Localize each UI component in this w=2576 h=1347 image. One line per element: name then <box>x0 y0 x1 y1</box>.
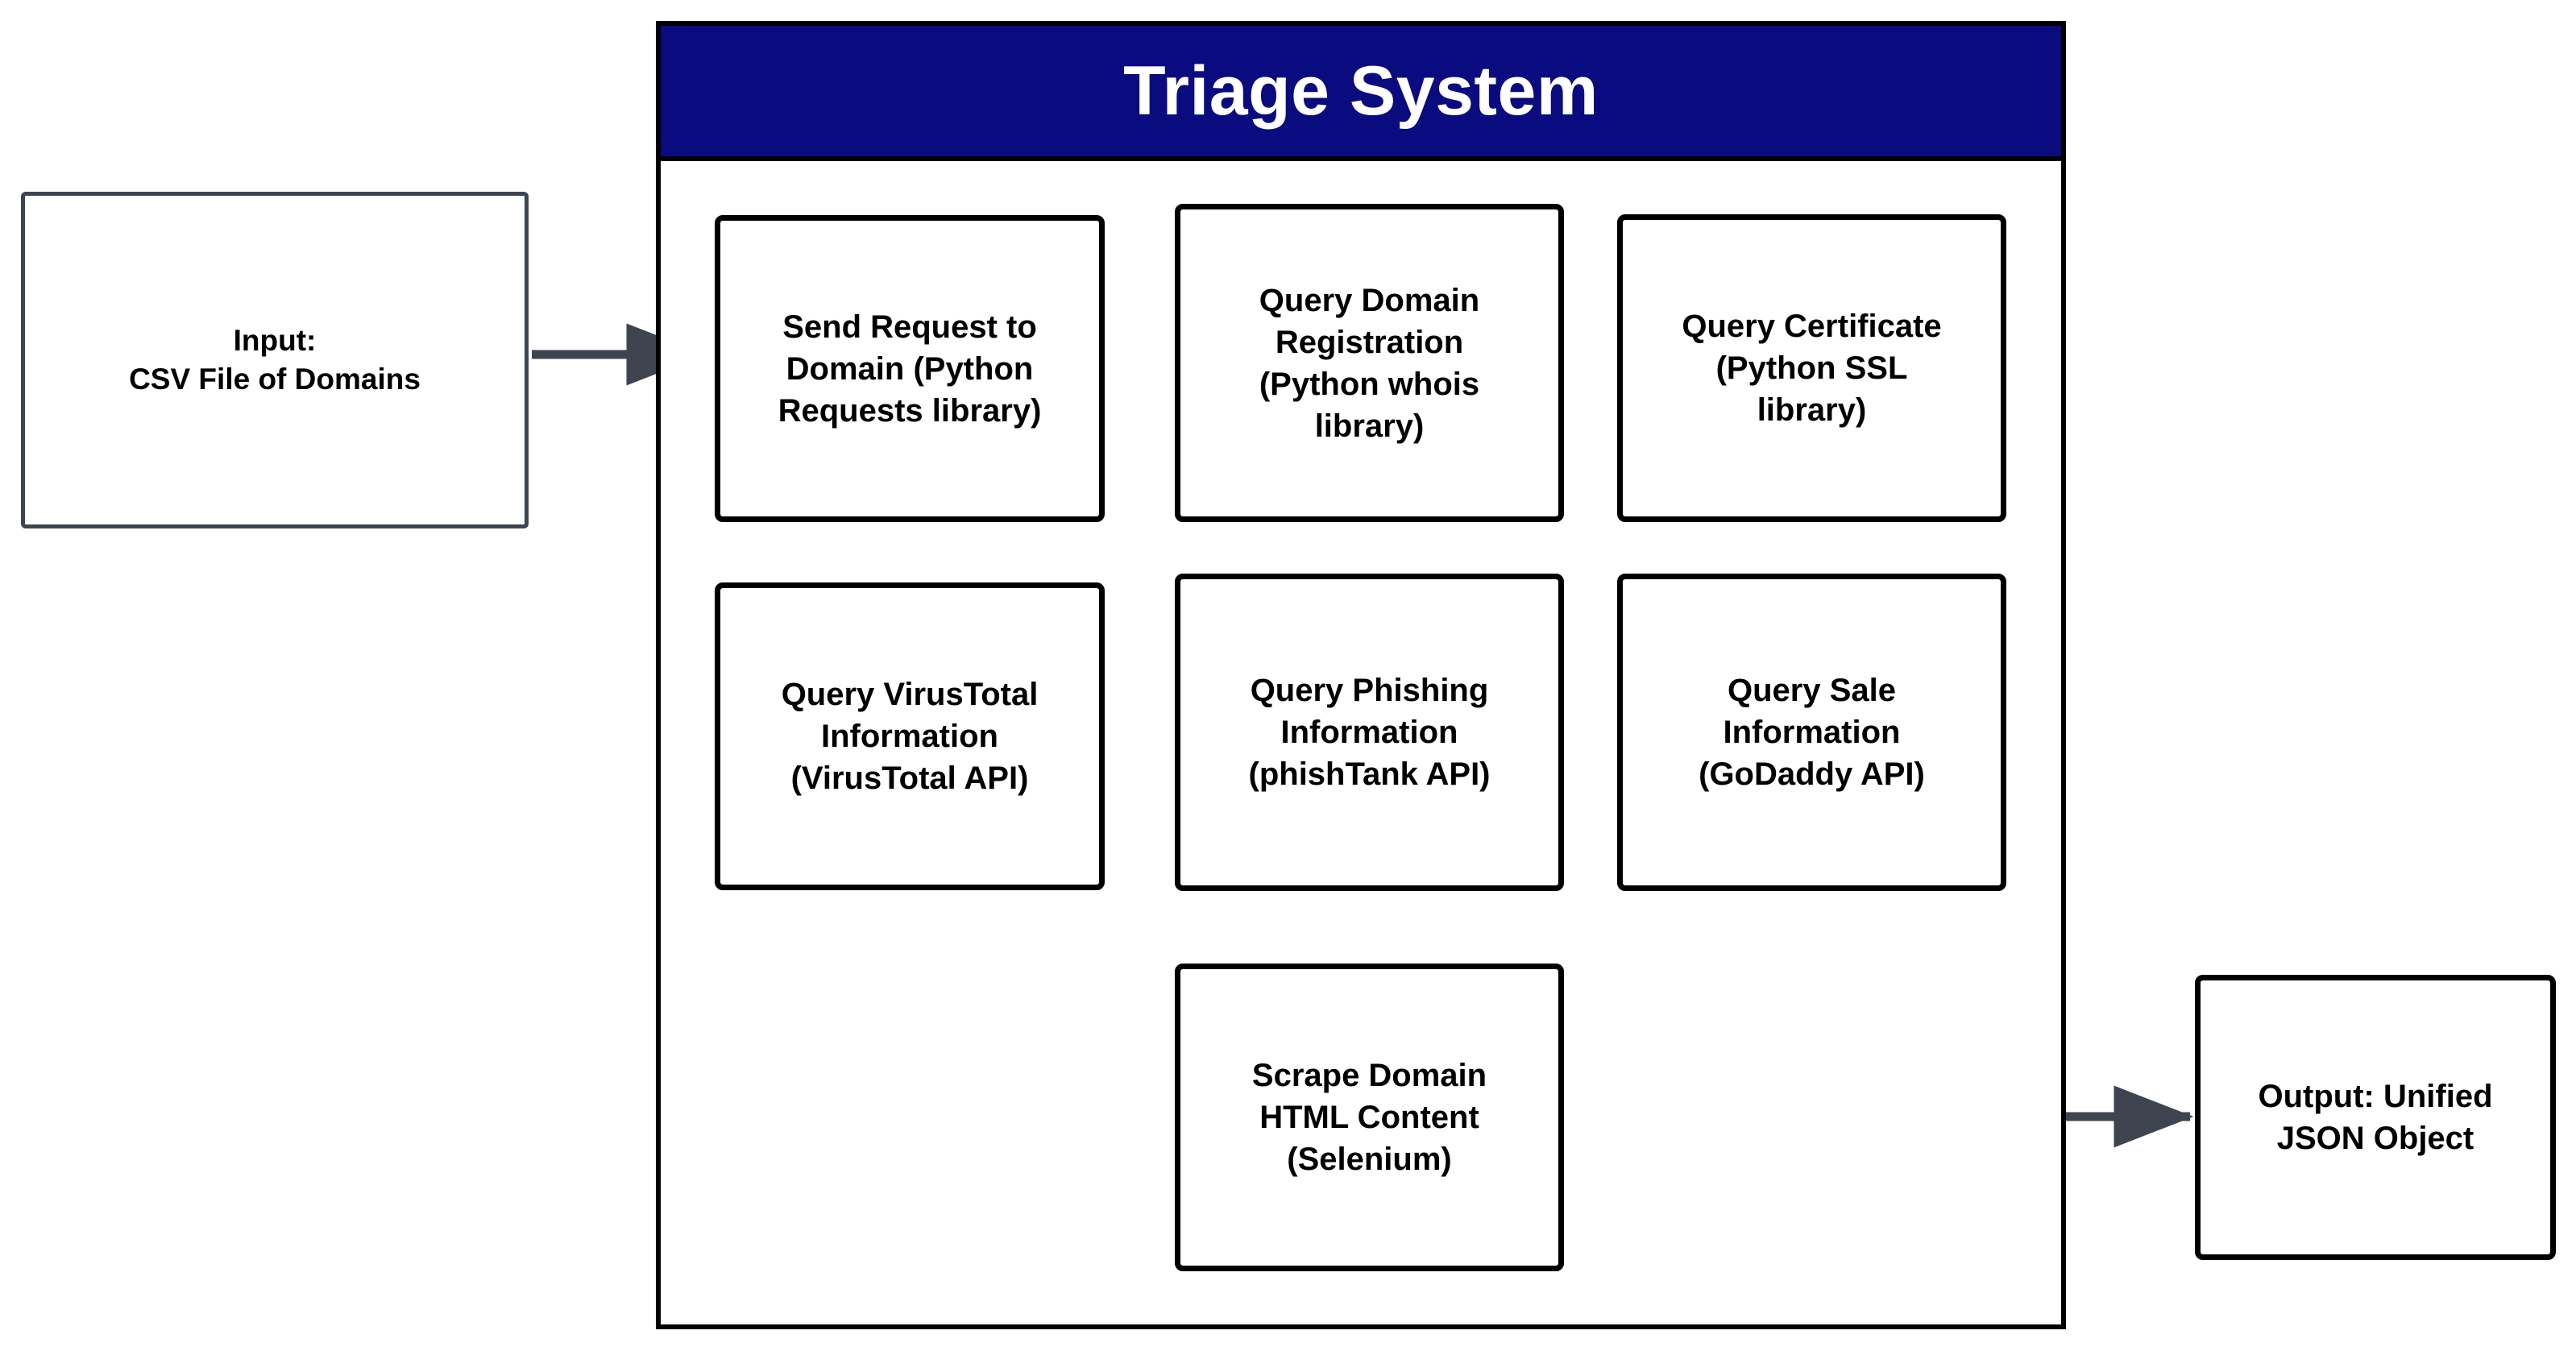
step-box-query-sale: Query Sale Information (GoDaddy API) <box>1617 574 2006 891</box>
triage-system-titlebar: Triage System <box>656 21 2066 161</box>
page-title: Triage System <box>1123 52 1599 130</box>
step-box-send-request: Send Request to Domain (Python Requests … <box>715 215 1105 522</box>
step-box-query-virustotal: Query VirusTotal Information (VirusTotal… <box>715 582 1105 890</box>
step-box-query-phishing: Query Phishing Information (phishTank AP… <box>1175 574 1564 891</box>
output-box: Output: Unified JSON Object <box>2195 975 2556 1260</box>
step-box-query-certificate: Query Certificate (Python SSL library) <box>1617 214 2006 522</box>
input-box: Input: CSV File of Domains <box>21 192 529 528</box>
step-box-scrape-domain: Scrape Domain HTML Content (Selenium) <box>1175 964 1564 1271</box>
step-box-query-registration: Query Domain Registration (Python whois … <box>1175 204 1564 522</box>
